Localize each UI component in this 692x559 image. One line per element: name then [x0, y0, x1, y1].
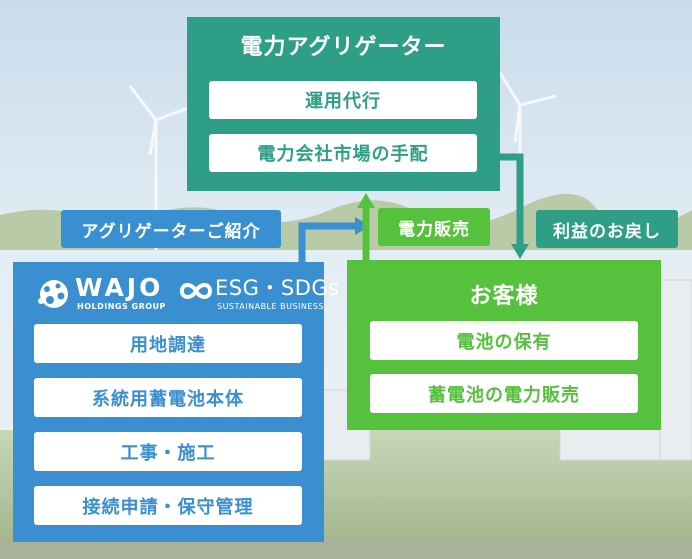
wajo-item-construction: 工事・施工: [34, 432, 302, 471]
wajo-logo-name: WAJO: [75, 273, 164, 302]
wajo-item-land: 用地調達: [34, 324, 302, 363]
esg-sdgs-subtitle: SUSTAINABLE BUSINESS: [217, 302, 325, 311]
wajo-box: WAJO HOLDINGS GROUP ESG・SDGs SUSTAINABLE…: [13, 262, 339, 542]
introduction-label: アグリゲーターご紹介: [61, 210, 281, 248]
power-sales-label: 電力販売: [378, 208, 490, 246]
customer-title: お客様: [469, 284, 539, 309]
profit-return-label: 利益のお戻し: [536, 210, 678, 248]
wajo-logo: WAJO HOLDINGS GROUP ESG・SDGs SUSTAINABLE…: [37, 273, 339, 314]
wajo-item-maintenance: 接続申請・保守管理: [34, 486, 302, 525]
customer-item-power-sales: 蓄電池の電力販売: [370, 374, 638, 413]
aggregator-box: 電力アグリゲーター 運用代行 電力会社市場の手配: [187, 17, 500, 191]
aggregator-item-operation: 運用代行: [209, 81, 477, 119]
esg-sdgs-label: ESG・SDGs: [215, 276, 340, 300]
aggregator-title: 電力アグリゲーター: [240, 35, 447, 60]
aggregator-item-market-arrangement: 電力会社市場の手配: [209, 134, 477, 172]
wajo-item-battery: 系統用蓄電池本体: [34, 378, 302, 417]
wajo-logo-subtitle: HOLDINGS GROUP: [77, 302, 166, 311]
infinity-icon: [179, 283, 213, 299]
customer-item-ownership: 電池の保有: [370, 321, 638, 360]
wajo-globe-icon: [38, 280, 68, 308]
customer-box: お客様 電池の保有 蓄電池の電力販売: [347, 260, 661, 430]
